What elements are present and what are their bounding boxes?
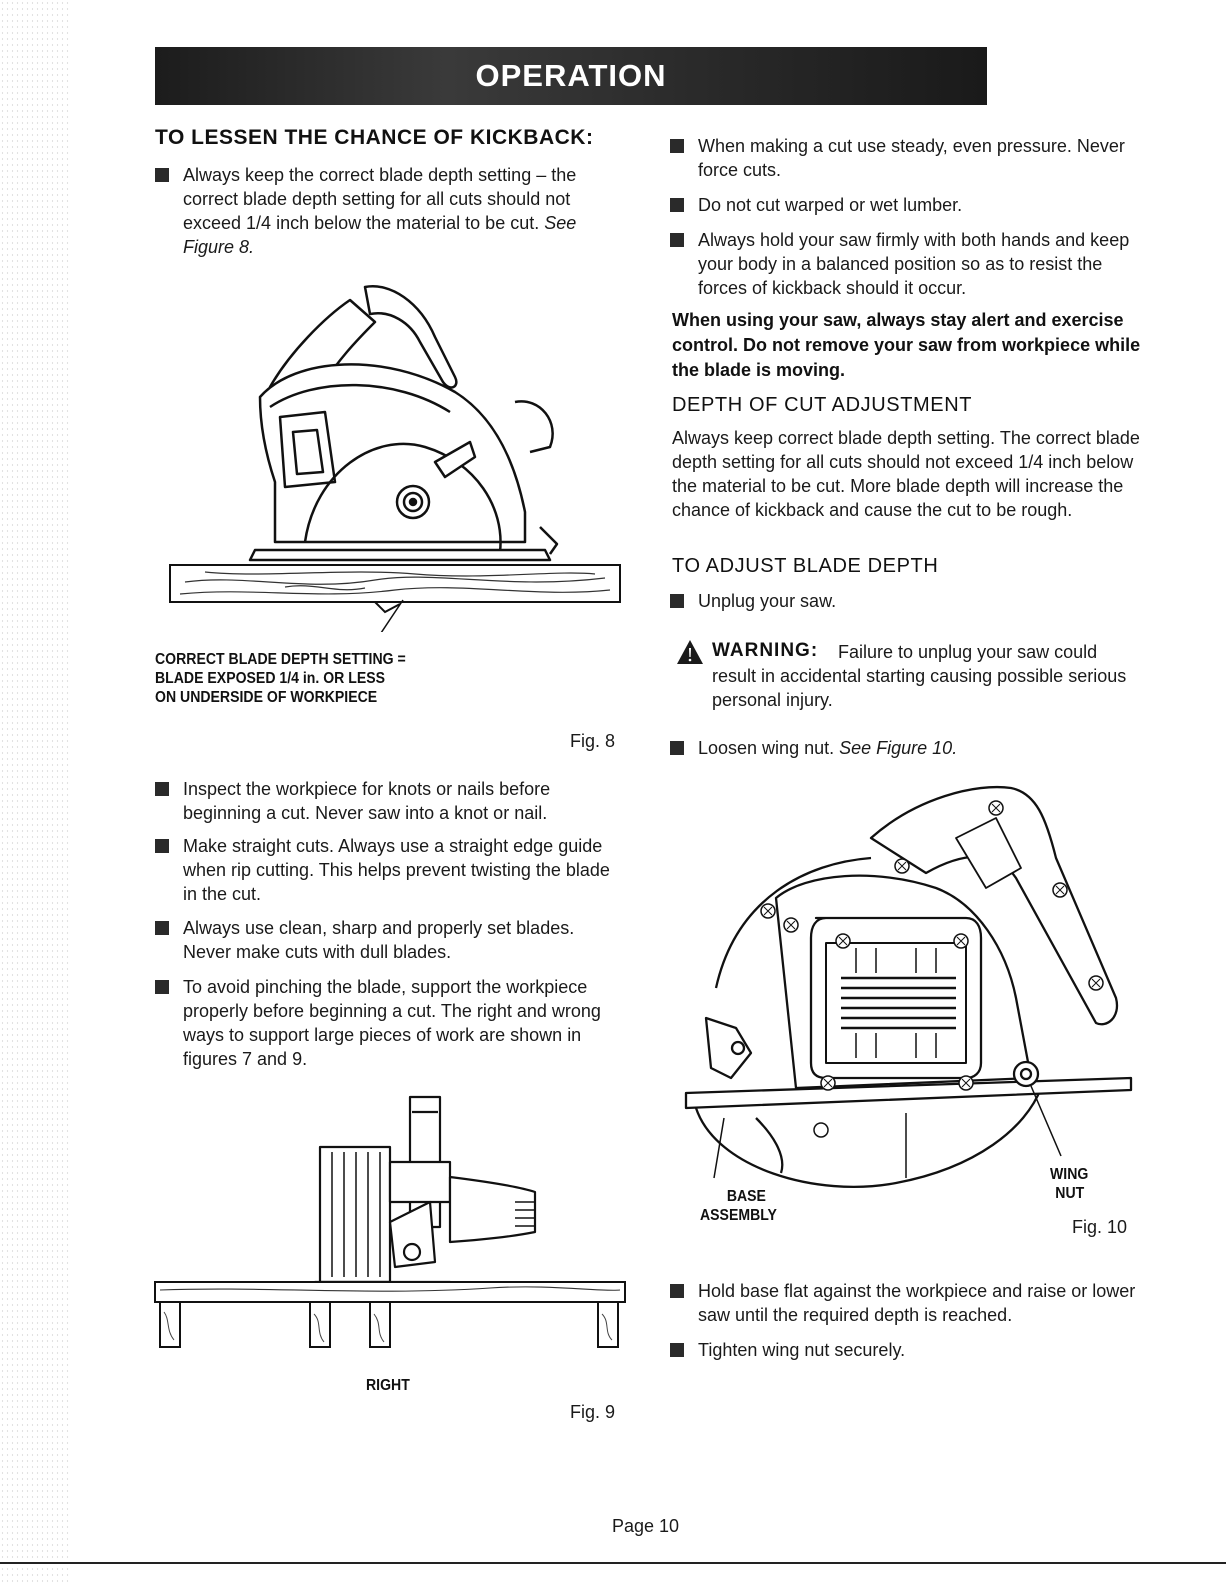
fig8-saw-blade-depth-illustration <box>169 284 621 632</box>
bullet-hold-firmly: Always hold your saw firmly with both ha… <box>670 228 1140 300</box>
base-label-line: BASE <box>726 1188 766 1205</box>
step-hold-base-flat: Hold base flat against the workpiece and… <box>670 1279 1140 1327</box>
bullet-warped-lumber: Do not cut warped or wet lumber. <box>670 193 1140 217</box>
fig10-saw-rear-view-illustration <box>684 785 1133 1188</box>
fig9-workpiece-support-illustration <box>154 1095 626 1348</box>
section-header-bar: OPERATION <box>155 47 987 105</box>
step-loosen-wing-nut: Loosen wing nut. See Figure 10. <box>670 736 1140 760</box>
figure-reference: See Figure 8. <box>183 213 577 257</box>
bullet-square-icon <box>670 1284 684 1298</box>
bullet-text: To avoid pinching the blade, support the… <box>183 977 601 1069</box>
warning-text-rest: result in accidental starting causing po… <box>712 666 1127 710</box>
depth-of-cut-heading: DEPTH OF CUT ADJUSTMENT <box>672 394 973 416</box>
bullet-text: When making a cut use steady, even press… <box>698 136 1125 180</box>
step-unplug: Unplug your saw. <box>670 589 1140 613</box>
wing-label-line: WING <box>1050 1166 1089 1183</box>
fig10-label: Fig. 10 <box>1072 1217 1128 1237</box>
bullet-square-icon <box>670 139 684 153</box>
fig8-label: Fig. 8 <box>570 731 616 751</box>
page-number: Page 10 <box>612 1516 680 1536</box>
bullet-text: Always keep the correct blade depth sett… <box>183 165 577 233</box>
bullet-text: Inspect the workpiece for knots or nails… <box>183 779 551 823</box>
fig8-caption-line: CORRECT BLADE DEPTH SETTING = <box>155 651 406 668</box>
bullet-square-icon <box>670 594 684 608</box>
step-tighten-wing-nut: Tighten wing nut securely. <box>670 1338 1140 1362</box>
bullet-square-icon <box>155 921 169 935</box>
bullet-text: Make straight cuts. Always use a straigh… <box>183 836 610 904</box>
bullet-text: Tighten wing nut securely. <box>698 1340 906 1360</box>
bullet-text: Always hold your saw firmly with both ha… <box>698 230 1130 298</box>
fig8-caption-line: ON UNDERSIDE OF WORKPIECE <box>155 689 378 706</box>
wing-label-line: NUT <box>1055 1185 1085 1202</box>
page-title: OPERATION <box>475 58 667 93</box>
kickback-heading: TO LESSEN THE CHANCE OF KICKBACK: <box>155 126 594 149</box>
bullet-avoid-pinching: To avoid pinching the blade, support the… <box>155 975 635 1071</box>
bullet-steady-pressure: When making a cut use steady, even press… <box>670 134 1140 182</box>
base-label-line: ASSEMBLY <box>700 1207 777 1224</box>
bullet-text: Always use clean, sharp and properly set… <box>183 918 575 962</box>
bullet-inspect-workpiece: Inspect the workpiece for knots or nails… <box>155 777 625 825</box>
bullet-text: Unplug your saw. <box>698 591 837 611</box>
fig8-caption: CORRECT BLADE DEPTH SETTING = BLADE EXPO… <box>155 650 406 707</box>
bullet-text: Hold base flat against the workpiece and… <box>698 1281 1136 1325</box>
bullet-text: Do not cut warped or wet lumber. <box>698 195 963 215</box>
bullet-square-icon <box>670 1343 684 1357</box>
bullet-square-icon <box>670 233 684 247</box>
bullet-text: Loosen wing nut. <box>698 738 835 758</box>
bullet-square-icon <box>155 168 169 182</box>
bullet-square-icon <box>155 980 169 994</box>
warning-triangle-icon <box>677 640 703 664</box>
fig9-label: Fig. 9 <box>570 1402 616 1422</box>
bullet-square-icon <box>155 839 169 853</box>
bullet-square-icon <box>670 198 684 212</box>
bullet-straight-cuts: Make straight cuts. Always use a straigh… <box>155 834 625 906</box>
bullet-square-icon <box>670 741 684 755</box>
bullet-square-icon <box>155 782 169 796</box>
bottom-edge-rule <box>0 1562 1226 1564</box>
safety-note-bold: When using your saw, always stay alert a… <box>672 310 1141 380</box>
warning-text-first: Failure to unplug your saw could <box>838 642 1098 662</box>
warning-title: WARNING: <box>712 640 819 661</box>
adjust-blade-depth-heading: TO ADJUST BLADE DEPTH <box>672 555 939 577</box>
fig9-caption: RIGHT <box>366 1377 410 1394</box>
base-assembly-label: BASE ASSEMBLY <box>700 1187 777 1225</box>
wing-nut-label: WING NUT <box>1050 1165 1088 1203</box>
bullet-clean-blades: Always use clean, sharp and properly set… <box>155 916 625 964</box>
depth-of-cut-paragraph: Always keep correct blade depth setting.… <box>672 428 1140 520</box>
fig8-caption-line: BLADE EXPOSED 1/4 in. OR LESS <box>155 670 386 687</box>
bullet-blade-depth: Always keep the correct blade depth sett… <box>155 163 625 259</box>
figure-reference: See Figure 10. <box>839 738 958 758</box>
scan-noise-edge <box>0 0 70 1585</box>
